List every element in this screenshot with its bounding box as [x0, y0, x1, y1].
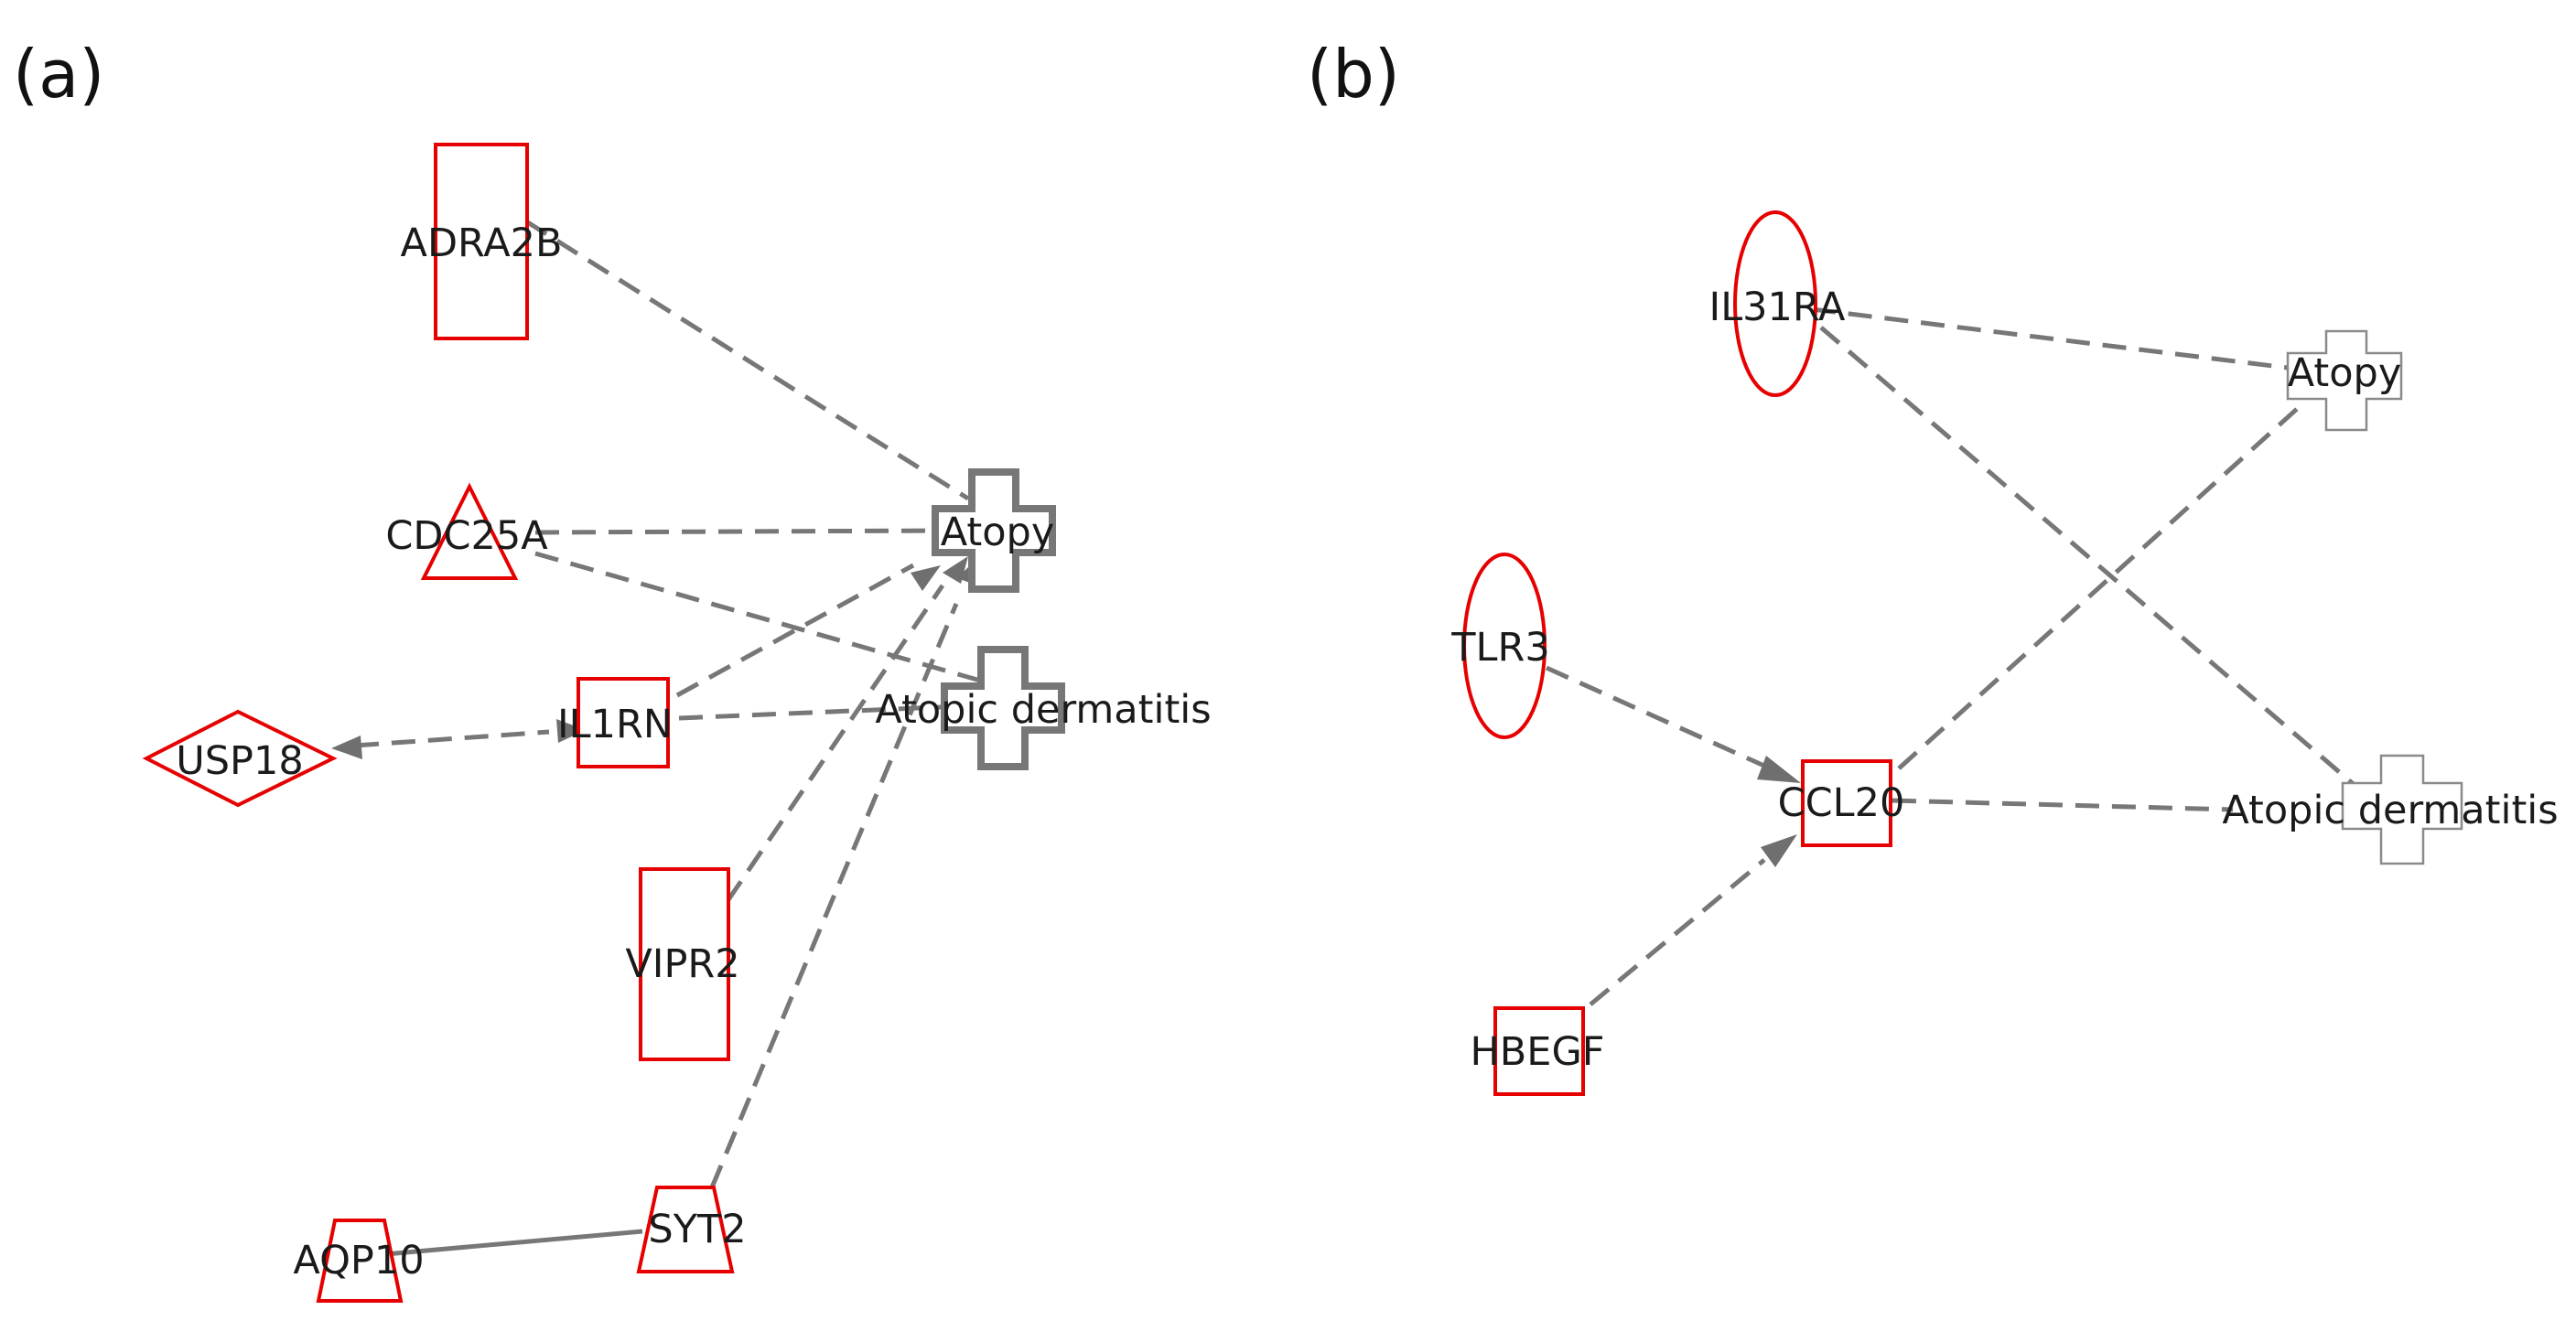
- panel-a-label: (a): [13, 36, 104, 113]
- edge-ccl20-atopic-dermatitis: [1892, 798, 2234, 812]
- aqp10-shape: [316, 1219, 404, 1303]
- ccl20-label: CCL20: [1778, 780, 1905, 826]
- arrowhead-usp18-il1rn-left: [331, 736, 362, 759]
- edge-hbegf-ccl20: [1589, 858, 1766, 1006]
- cdc25a-label: CDC25A: [385, 513, 548, 559]
- cdc25a-shape: [420, 482, 519, 580]
- arrowhead-il1rn-atopy: [911, 565, 941, 591]
- syt2-label: SYT2: [648, 1207, 746, 1252]
- edge-cdc25a-atopy: [534, 528, 943, 535]
- node-cdc25a: CDC25A: [385, 482, 548, 580]
- atopy-a-label: Atopy: [941, 510, 1055, 555]
- hbegf-label: HBEGF: [1470, 1029, 1604, 1075]
- atopy-b-label: Atopy: [2288, 350, 2402, 396]
- usp18-shape: [142, 709, 338, 808]
- vipr2-label: VIPR2: [625, 941, 739, 987]
- node-il31ra: IL31RA: [1709, 210, 1846, 397]
- edge-adra2b-atopy: [524, 219, 970, 501]
- atopy-b-cross-shape: [2286, 329, 2403, 432]
- panel-b-label: (b): [1307, 36, 1400, 113]
- edge-syt2-atopy: [709, 603, 959, 1188]
- node-ccl20: CCL20: [1778, 759, 1905, 847]
- il1rn-shape: [577, 677, 670, 768]
- atopic-dermatitis-a-cross-shape: [941, 646, 1065, 770]
- edge-il31ra-atopy: [1811, 306, 2289, 371]
- atopic-dermatitis-a-label: Atopic dermatitis: [875, 687, 1211, 733]
- node-hbegf: HBEGF: [1470, 1006, 1605, 1096]
- panel-a-edges: [331, 219, 985, 1258]
- atopic-dermatitis-b-label: Atopic dermatitis: [2222, 788, 2558, 833]
- edge-usp18-il1rn: [354, 729, 550, 748]
- arrowhead-usp18-il1rn-right: [556, 719, 586, 743]
- edge-il1rn-atopy: [675, 563, 915, 698]
- panel-a: (a) ADRA2B CDC25A: [13, 36, 1212, 1303]
- node-aqp10: AQP10: [293, 1219, 425, 1303]
- atopy-a-cross-shape: [932, 468, 1056, 593]
- aqp10-label: AQP10: [293, 1238, 424, 1283]
- vipr2-shape: [639, 867, 730, 1061]
- panel-b-edges: [1545, 306, 2390, 1006]
- ccl20-shape: [1801, 759, 1892, 847]
- node-vipr2: VIPR2: [625, 867, 740, 1061]
- node-atopy-b: Atopy: [2286, 329, 2403, 432]
- hbegf-shape: [1493, 1006, 1585, 1096]
- arrowhead-tlr3-ccl20: [1757, 756, 1801, 783]
- node-il1rn: IL1RN: [557, 677, 673, 768]
- adra2b-label: ADRA2B: [401, 220, 563, 266]
- syt2-shape: [636, 1186, 735, 1273]
- node-atopy-a: Atopy: [932, 468, 1056, 593]
- edge-cdc25a-atopic-dermatitis: [534, 551, 985, 684]
- il31ra-shape: [1733, 210, 1817, 397]
- il1rn-label: IL1RN: [557, 702, 673, 747]
- tlr3-shape: [1462, 553, 1547, 739]
- node-adra2b: ADRA2B: [401, 143, 563, 340]
- panel-b: (b) IL31RA TLR3 CCL20 HBEGF: [1307, 36, 2559, 1096]
- edge-vipr2-atopy: [725, 584, 945, 903]
- node-atopic-dermatitis-a: Atopic dermatitis: [875, 646, 1212, 770]
- edge-tlr3-ccl20: [1545, 665, 1768, 769]
- node-usp18: USP18: [142, 709, 338, 808]
- node-atopic-dermatitis-b: Atopic dermatitis: [2222, 754, 2559, 865]
- il31ra-label: IL31RA: [1709, 285, 1846, 330]
- node-tlr3: TLR3: [1450, 553, 1550, 739]
- atopic-dermatitis-b-cross-shape: [2341, 754, 2463, 865]
- usp18-label: USP18: [176, 738, 303, 784]
- edge-aqp10-syt2: [374, 1229, 643, 1258]
- edge-il31ra-atopic-dermatitis: [1819, 326, 2390, 816]
- adra2b-shape: [434, 143, 529, 340]
- node-syt2: SYT2: [636, 1186, 747, 1273]
- tlr3-label: TLR3: [1450, 625, 1549, 671]
- arrowhead-hbegf-ccl20: [1761, 834, 1797, 867]
- edge-ccl20-atopy: [1897, 399, 2308, 770]
